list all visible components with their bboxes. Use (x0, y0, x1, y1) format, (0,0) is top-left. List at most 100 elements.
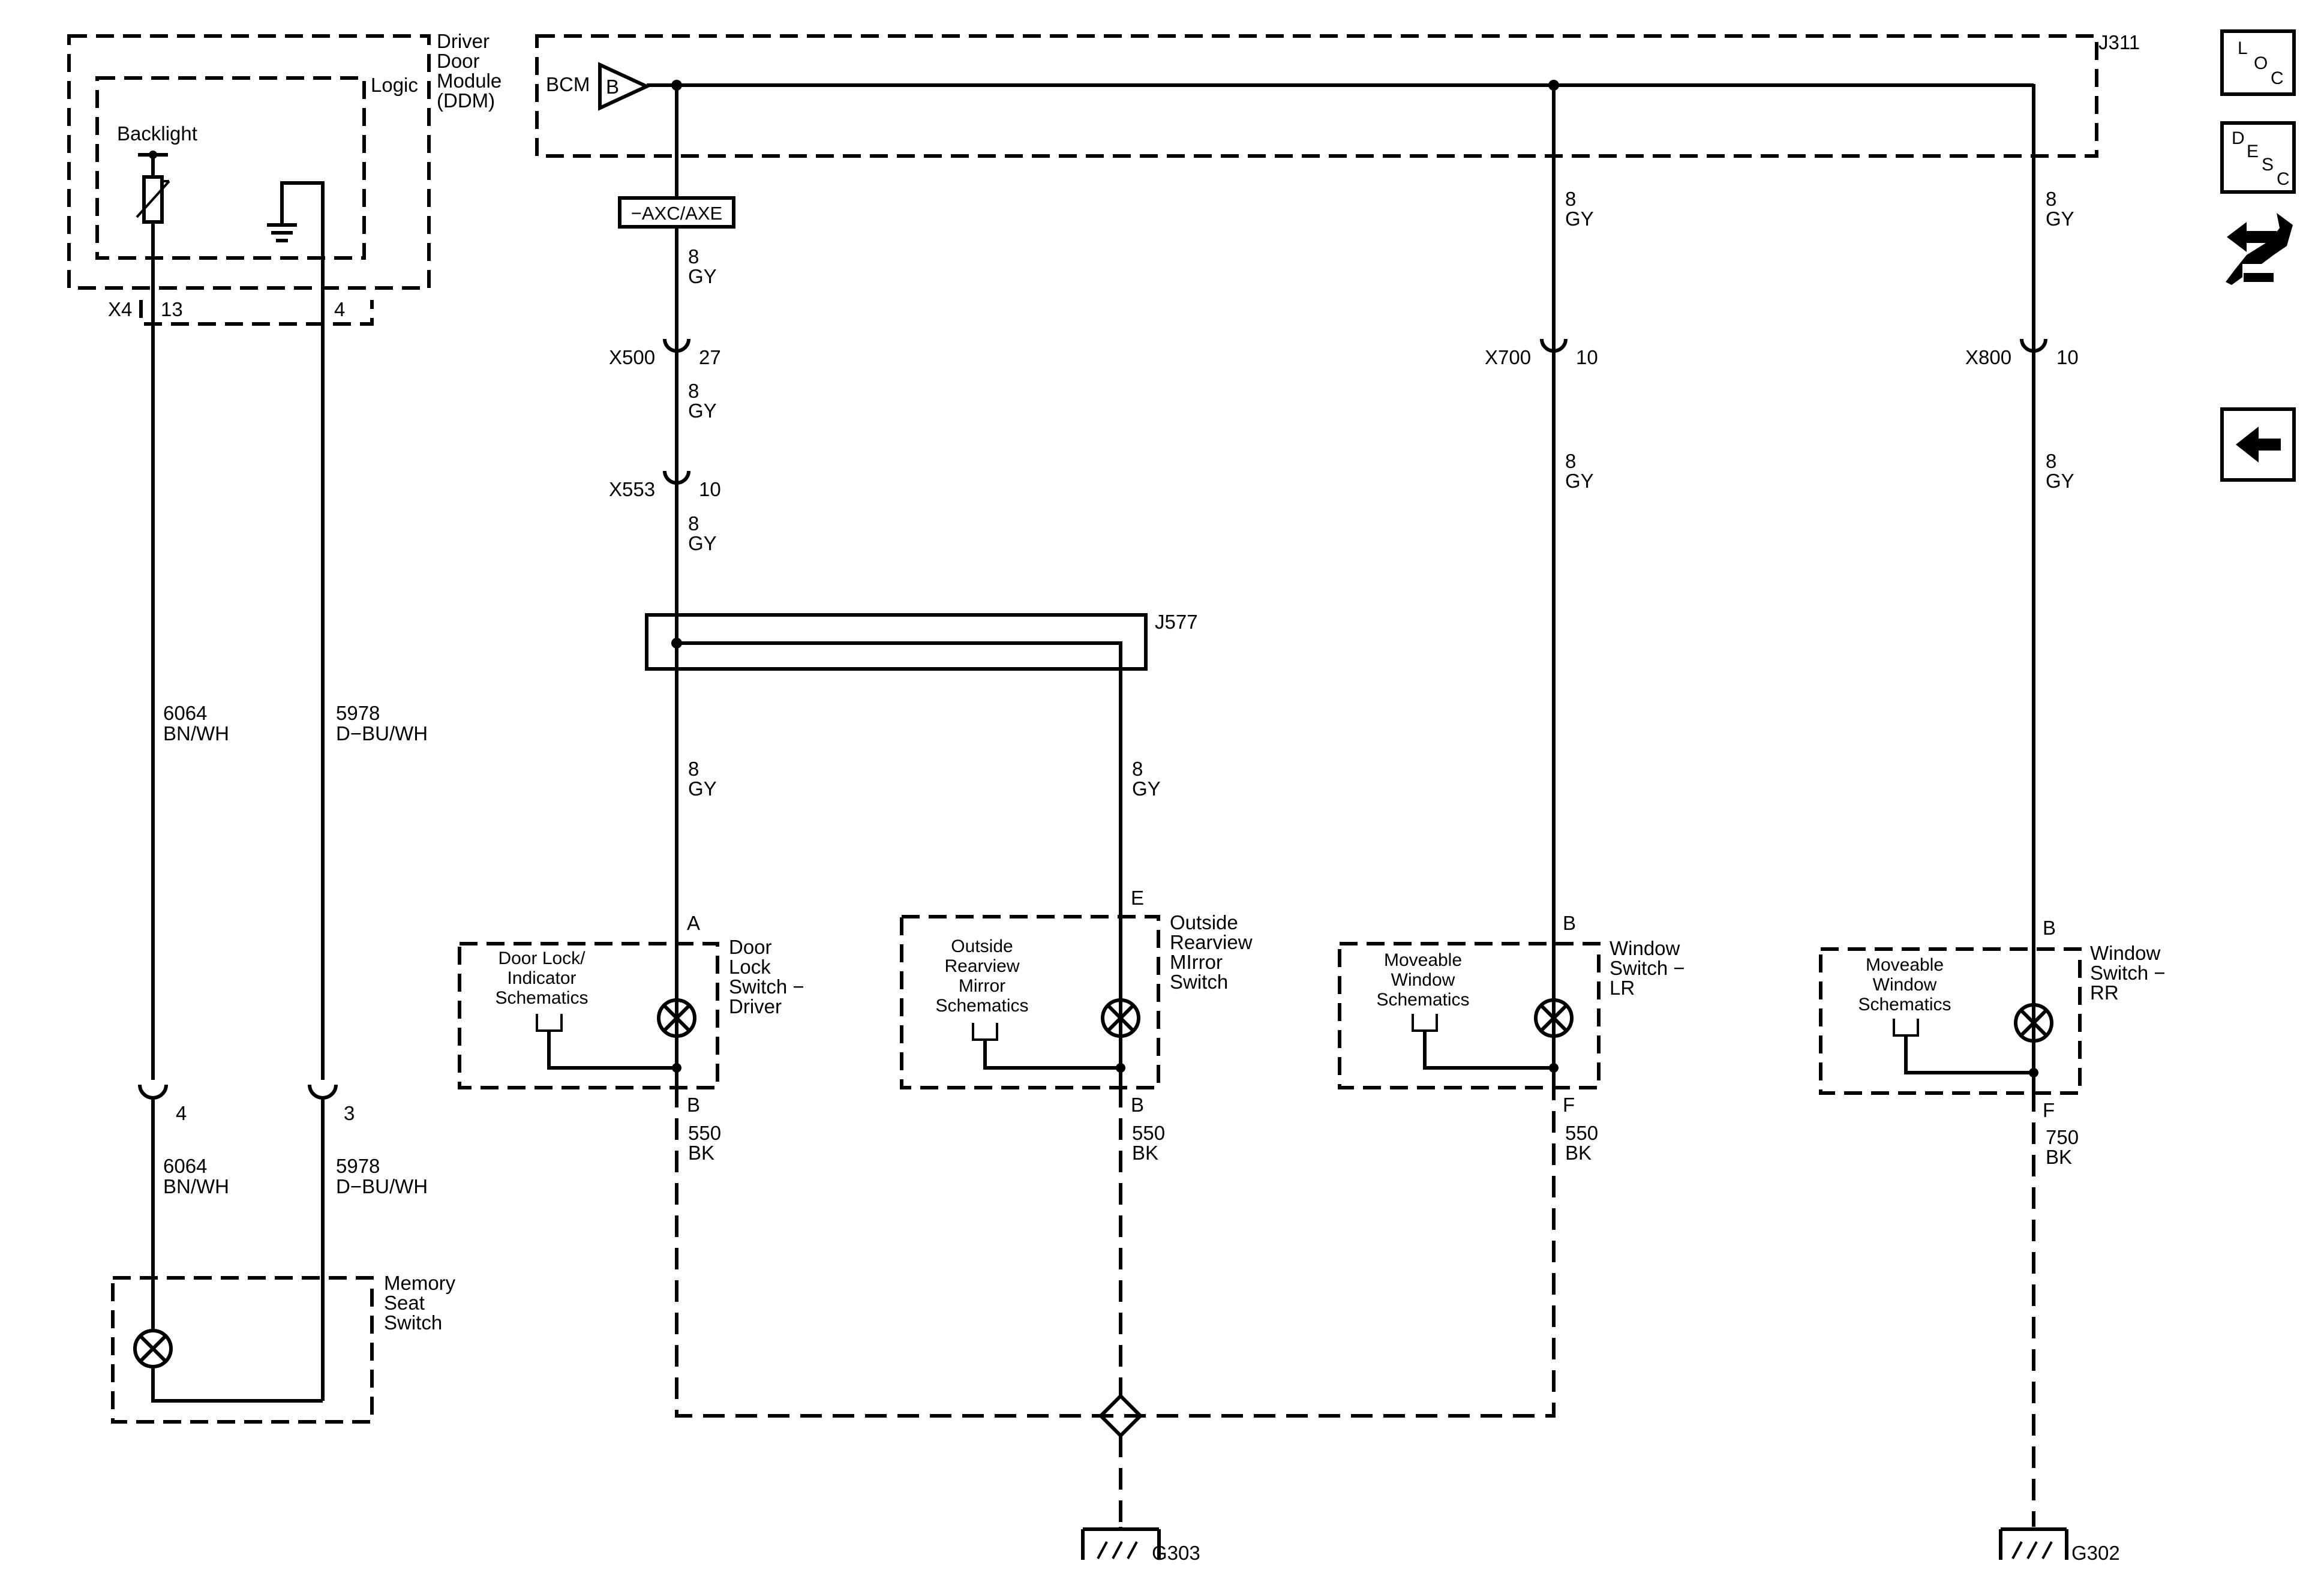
memory-connector-pin-3: 3 (344, 1102, 355, 1124)
x4-connector-label: X4 (108, 298, 132, 320)
mirror-ref-line-2: Rearview (944, 956, 1019, 976)
x500-label: X500 (609, 346, 655, 368)
logic-label: Logic (371, 74, 418, 96)
wire-6064-color-upper: BN/WH (163, 722, 229, 745)
window-lr-lamp-icon (1534, 998, 1574, 1038)
window-lr-pin-f: F (1563, 1094, 1575, 1116)
x700-connector-icon (1540, 338, 1568, 353)
loc-letter-o: O (2254, 53, 2268, 73)
loc-letter-c: C (2271, 68, 2284, 88)
j311-splice-label: J311 (2098, 31, 2140, 53)
wire-gy-color-6: GY (1565, 208, 1594, 230)
x800-label: X800 (1965, 346, 2011, 368)
wire-bk-color-3: BK (1565, 1142, 1592, 1164)
connector-pin-3-icon (308, 1084, 338, 1100)
x700-pin: 10 (1576, 346, 1598, 368)
mirror-lamp-icon (1101, 998, 1140, 1038)
g303-label: G303 (1152, 1542, 1200, 1564)
j577-label: J577 (1155, 611, 1198, 633)
wire-gy-color-4: GY (688, 778, 717, 800)
ddm-title-line-4: (DDM) (437, 89, 495, 112)
bcm-label: BCM (546, 73, 590, 95)
x4-pin-4: 4 (334, 298, 345, 320)
x800-connector-icon (2020, 338, 2047, 353)
window-rr-ref-line-1: Moveable (1866, 955, 1944, 975)
window-lr-ref-line-1: Moveable (1384, 950, 1462, 970)
door-lock-pin-a: A (687, 912, 700, 934)
window-rr-name-line-3: RR (2090, 981, 2119, 1004)
wire-gy-size-4: 8 (688, 758, 699, 780)
wire-6064-number-upper: 6064 (163, 702, 207, 724)
window-lr-ref-line-3: Schematics (1376, 990, 1469, 1010)
wire-5978-color-lower: D−BU/WH (336, 1175, 428, 1197)
option-code-label: −AXC/AXE (631, 203, 723, 224)
wire-5978-number-lower: 5978 (336, 1155, 380, 1177)
ddm-title-line-2: Door (437, 50, 480, 72)
wire-gy-color-5: GY (1132, 778, 1161, 800)
window-rr-lamp-icon (2014, 1003, 2053, 1043)
desc-button[interactable]: D E S C (2220, 121, 2296, 194)
ddm-title-line-3: Module (437, 70, 502, 92)
wire-bk-size-2: 550 (1132, 1122, 1165, 1144)
g302-ground-icon (1999, 1527, 2068, 1560)
wire-5978-color-upper: D−BU/WH (336, 722, 428, 745)
driver-door-module: Driver Door Module (DDM) Logic Backlight… (67, 30, 502, 326)
g303-ground-icon (1081, 1527, 1161, 1560)
window-rr-ref-line-3: Schematics (1858, 995, 1951, 1014)
mirror-ref-line-1: Outside (951, 936, 1013, 956)
mirror-ref-line-4: Schematics (935, 996, 1028, 1016)
wire-gy-color-2: GY (688, 400, 717, 422)
back-arrow-button[interactable] (2220, 407, 2296, 482)
window-rr-name-line-1: Window (2090, 942, 2161, 964)
g302-label: G302 (2071, 1542, 2120, 1564)
memory-seat-name-line-2: Seat (384, 1292, 425, 1314)
wire-gy-size-5: 8 (1132, 758, 1143, 780)
wire-5978-number-upper: 5978 (336, 702, 380, 724)
wire-gy-color-8: GY (2046, 208, 2074, 230)
mirror-name-line-4: Switch (1170, 971, 1228, 993)
x500-connector-icon (663, 338, 690, 353)
window-lr-name-line-2: Switch − (1610, 957, 1685, 979)
x4-pin-13: 13 (161, 298, 183, 320)
bcm-module: J311 BCM B (535, 31, 2140, 158)
door-lock-ref-line-3: Schematics (495, 988, 588, 1008)
loc-button[interactable]: L O C (2220, 29, 2296, 96)
window-rr-name-line-2: Switch − (2090, 962, 2166, 984)
door-lock-pin-b: B (687, 1094, 700, 1116)
connector-end-view-icon[interactable] (2226, 213, 2293, 285)
x553-connector-icon (663, 470, 690, 485)
window-rr-ref-line-2: Window (1873, 975, 1937, 995)
ddm-title-line-1: Driver (437, 30, 490, 52)
wire-bk-color-2: BK (1132, 1142, 1158, 1164)
desc-letter-e: E (2247, 142, 2259, 161)
door-lock-ref-line-1: Door Lock/ (498, 948, 585, 968)
mirror-ref-line-3: Mirror (959, 976, 1005, 996)
wire-gy-size-7: 8 (1565, 450, 1576, 472)
x553-pin: 10 (699, 478, 721, 500)
backlight-resistor-icon (136, 153, 170, 224)
window-lr-name-line-1: Window (1610, 937, 1680, 959)
back-arrow-icon (2236, 427, 2281, 463)
wire-gy-size-3: 8 (688, 512, 699, 535)
wire-gy-color-9: GY (2046, 470, 2074, 492)
connector-pin-4-icon (138, 1084, 168, 1100)
logic-ground-icon (267, 181, 325, 312)
outside-mirror-switch: E Outside Rearview Mirror Schematics Out… (900, 887, 1253, 1116)
door-lock-name-line-2: Lock (729, 956, 771, 978)
wire-6064-number-lower: 6064 (163, 1155, 207, 1177)
wire-gy-size-6: 8 (1565, 188, 1576, 210)
desc-letter-c: C (2277, 169, 2290, 189)
mirror-pin-e: E (1131, 887, 1144, 909)
bcm-output-pin-icon (598, 62, 651, 111)
window-switch-rr: B Moveable Window Schematics Window Swit… (1819, 917, 2166, 1121)
mirror-pin-b: B (1131, 1094, 1144, 1116)
wire-gy-size-1: 8 (688, 245, 699, 268)
window-rr-pin-f: F (2043, 1099, 2055, 1121)
mirror-name-line-1: Outside (1170, 911, 1238, 933)
door-lock-name-line-3: Switch − (729, 975, 804, 998)
mirror-name-line-2: Rearview (1170, 931, 1253, 953)
wire-gy-size-8: 8 (2046, 188, 2056, 210)
x553-label: X553 (609, 478, 655, 500)
wire-gy-color-3: GY (688, 532, 717, 554)
